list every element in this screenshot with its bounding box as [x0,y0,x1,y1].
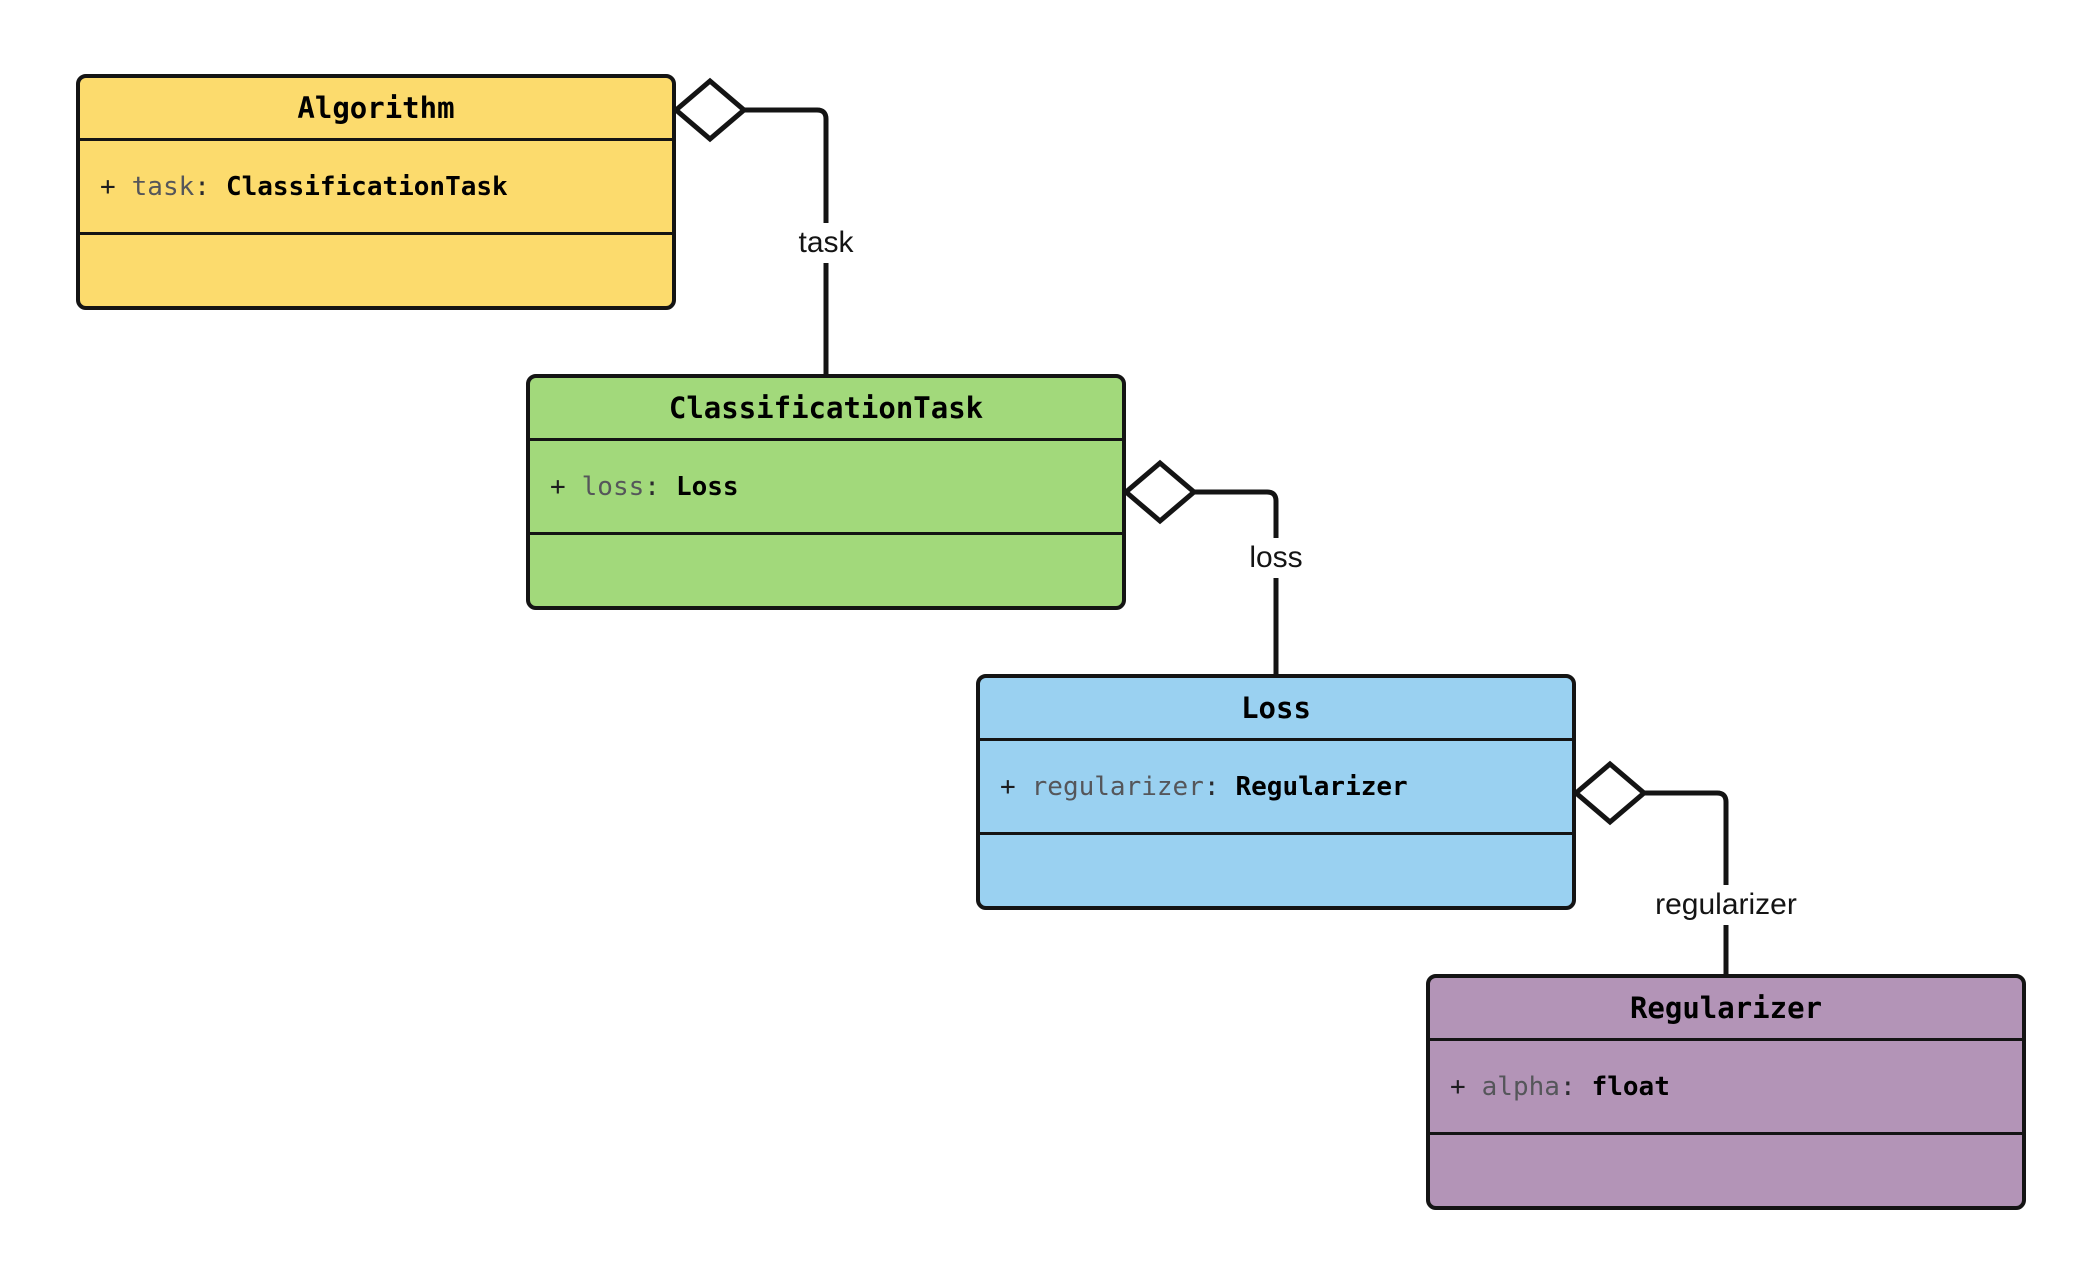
class-attribute: + alpha: float [1430,1041,2022,1135]
class-algorithm: Algorithm + task: ClassificationTask [76,74,676,310]
attribute-type: float [1591,1071,1670,1102]
attribute-name: task [131,171,195,202]
class-methods-empty [1430,1135,2022,1206]
attribute-colon: : [1203,771,1220,802]
class-methods-empty [980,835,1572,906]
attribute-name: loss [581,471,645,502]
attribute-colon: : [194,171,210,202]
class-classificationtask: ClassificationTask + loss: Loss [526,374,1126,610]
attribute-visibility: + [550,471,566,502]
class-methods-empty [80,235,672,306]
class-regularizer: Regularizer + alpha: float [1426,974,2026,1210]
aggregation-diamond-loss [1122,459,1198,525]
class-title: ClassificationTask [530,378,1122,441]
class-title: Regularizer [1430,978,2022,1041]
attribute-type: ClassificationTask [225,171,508,202]
attribute-visibility: + [1450,1071,1466,1102]
class-title: Loss [980,678,1572,741]
class-attribute: + task: ClassificationTask [80,141,672,235]
attribute-visibility: + [100,171,116,202]
class-title: Algorithm [80,78,672,141]
edge-regularizer-line [1644,790,1729,974]
attribute-name: regularizer [1031,771,1204,802]
edge-loss-line [1194,489,1279,674]
edge-label-task: task [789,223,863,263]
attribute-type: Regularizer [1235,771,1408,802]
attribute-name: alpha [1481,1071,1560,1102]
class-methods-empty [530,535,1122,606]
edge-label-loss: loss [1240,538,1312,578]
class-attribute: + regularizer: Regularizer [980,741,1572,835]
edge-task-line [744,107,829,374]
attribute-colon: : [1559,1071,1576,1102]
edge-label-regularizer: regularizer [1646,885,1806,925]
aggregation-diamond-task [672,77,748,143]
attribute-visibility: + [1000,771,1016,802]
class-loss: Loss + regularizer: Regularizer [976,674,1576,910]
aggregation-diamond-regularizer [1572,760,1648,826]
class-attribute: + loss: Loss [530,441,1122,535]
attribute-type: Loss [675,471,739,502]
attribute-colon: : [644,471,660,502]
